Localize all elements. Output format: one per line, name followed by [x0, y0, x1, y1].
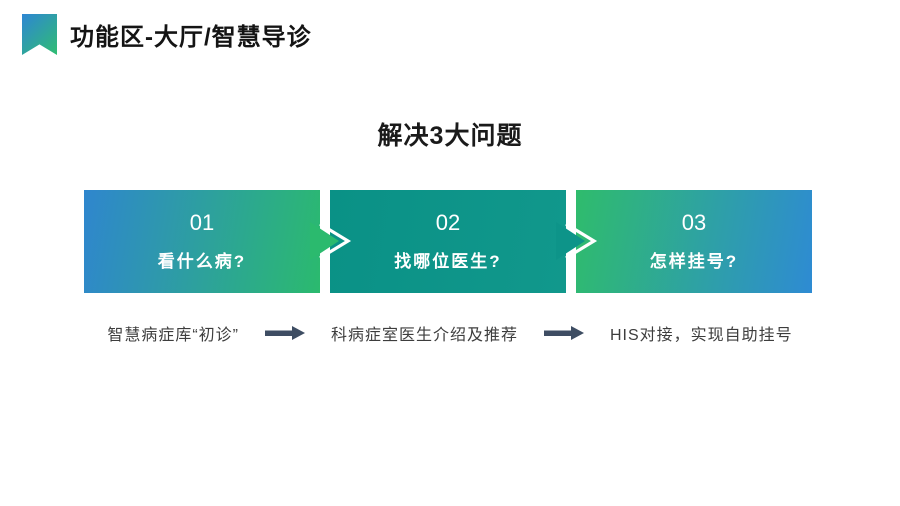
step-box-2: 02 找哪位医生?	[330, 190, 566, 293]
step-number: 02	[435, 209, 461, 235]
step-label: 找哪位医生?	[394, 251, 502, 271]
flow-item-3: HIS对接，实现自助挂号	[610, 327, 793, 344]
flow-item-2: 科病症室医生介绍及推荐	[330, 327, 518, 344]
step-box-3: 03 怎样挂号?	[576, 190, 812, 293]
step-number: 03	[681, 209, 707, 235]
flow-item-1: 智慧病症库“初诊”	[107, 327, 239, 344]
section-heading: 解决3大问题	[377, 122, 523, 150]
step-number: 01	[189, 209, 215, 235]
bookmark-icon	[22, 14, 57, 55]
block-arrow-right-icon	[544, 326, 584, 340]
block-arrow-right-icon	[264, 326, 305, 340]
chevron-right-arrow-icon	[310, 222, 352, 260]
slide-title: 功能区-大厅/智慧导诊	[70, 24, 312, 51]
step-label: 看什么病?	[157, 251, 247, 271]
step-label: 怎样挂号?	[649, 251, 739, 271]
step-box-1: 01 看什么病?	[84, 190, 320, 293]
chevron-right-arrow-icon	[556, 222, 598, 260]
steps-row: 01 看什么病? 02 找哪位医生? 03 怎样挂号?	[84, 190, 812, 293]
flow-row: 智慧病症库“初诊” 科病症室医生介绍及推荐 HIS对接，实现自助挂号	[0, 321, 900, 345]
